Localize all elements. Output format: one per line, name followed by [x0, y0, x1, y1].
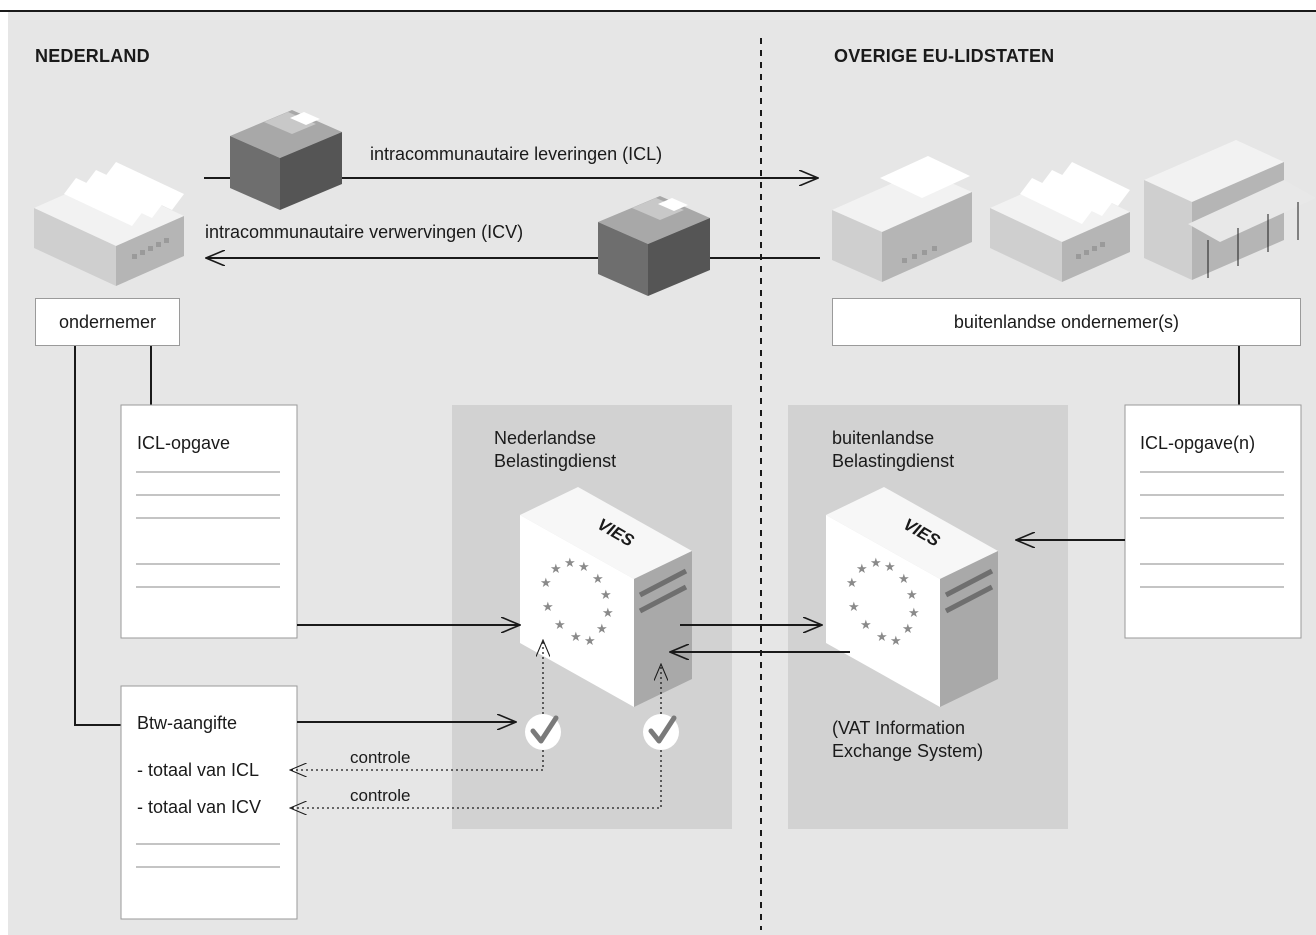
svg-text:★: ★: [540, 576, 552, 591]
svg-text:★: ★: [550, 562, 562, 577]
svg-text:★: ★: [906, 588, 918, 603]
flow-label-icv: intracommunautaire verwervingen (ICV): [205, 222, 524, 242]
svg-text:★: ★: [856, 562, 868, 577]
region-title-overige-eu: OVERIGE EU-LIDSTATEN: [834, 46, 1055, 66]
foreign-service-line-1: buitenlandse: [832, 428, 935, 448]
svg-text:★: ★: [564, 556, 576, 571]
icl-opgaven-doc: [1124, 404, 1302, 639]
foreign-service-line-2: Belastingdienst: [832, 451, 955, 471]
svg-text:★: ★: [578, 560, 590, 575]
check-icl-icon: [525, 714, 561, 750]
svg-text:★: ★: [908, 606, 920, 621]
controle-icv-dotted: [290, 750, 662, 808]
nl-service-line-2: Belastingdienst: [494, 451, 617, 471]
btw-item-icv: - totaal van ICV: [137, 797, 262, 817]
svg-text:★: ★: [870, 556, 882, 571]
svg-text:★: ★: [602, 606, 614, 621]
foreign-shop-icon: [1144, 140, 1316, 280]
check-icv-icon: [643, 714, 679, 750]
package-icl-icon: [230, 110, 342, 210]
svg-text:★: ★: [898, 572, 910, 587]
ondernemer-to-btw: [74, 346, 121, 726]
nl-service-line-1: Nederlandse: [494, 428, 597, 448]
svg-text:★: ★: [846, 576, 858, 591]
vies-full-line-1: (VAT Information: [832, 718, 966, 738]
controle-label-icl: controle: [350, 748, 411, 767]
icl-opgave-doc: [120, 404, 298, 639]
btw-aangifte-doc: [120, 685, 298, 920]
foreign-building-1-icon: [832, 156, 972, 282]
svg-text:★: ★: [592, 572, 604, 587]
btw-item-icl: - totaal van ICL: [137, 760, 260, 780]
foreign-service-title: buitenlandse Belastingdienst: [832, 427, 954, 473]
vies-full-name: (VAT Information Exchange System): [832, 717, 983, 763]
vies-full-line-2: Exchange System): [832, 741, 984, 761]
package-icv-icon: [598, 196, 710, 296]
svg-text:★: ★: [876, 630, 888, 645]
svg-text:★: ★: [890, 634, 902, 649]
controle-icl-dotted: [290, 750, 544, 770]
nl-factory-icon: [34, 162, 184, 286]
svg-text:★: ★: [600, 588, 612, 603]
buitenlandse-ondernemer-label: buitenlandse ondernemer(s): [953, 312, 1180, 332]
svg-text:★: ★: [884, 560, 896, 575]
svg-text:★: ★: [584, 634, 596, 649]
foreign-vies-server-icon: ★★★ ★★★ ★★★ ★★★: [826, 487, 998, 707]
btw-aangifte-title: Btw-aangifte: [137, 713, 238, 733]
buitenlandse-ondernemer-box: buitenlandse ondernemer(s): [832, 298, 1301, 346]
icl-opgaven-title: ICL-opgave(n): [1140, 433, 1256, 453]
flow-label-icl: intracommunautaire leveringen (ICL): [370, 144, 663, 164]
svg-text:★: ★: [554, 618, 566, 633]
region-title-nederland: NEDERLAND: [35, 46, 150, 66]
nl-service-title: Nederlandse Belastingdienst: [494, 427, 616, 473]
svg-text:★: ★: [596, 622, 608, 637]
icl-opgave-title: ICL-opgave: [137, 433, 231, 453]
controle-label-icv: controle: [350, 786, 411, 805]
svg-text:★: ★: [860, 618, 872, 633]
svg-text:★: ★: [542, 600, 554, 615]
svg-text:★: ★: [570, 630, 582, 645]
svg-text:★: ★: [902, 622, 914, 637]
nl-vies-server-icon: ★★★ ★★★ ★★★ ★★★: [520, 487, 692, 707]
foreign-factory-icon: [990, 162, 1130, 282]
ondernemer-box: ondernemer: [35, 298, 180, 346]
svg-text:★: ★: [848, 600, 860, 615]
ondernemer-label: ondernemer: [58, 312, 157, 332]
